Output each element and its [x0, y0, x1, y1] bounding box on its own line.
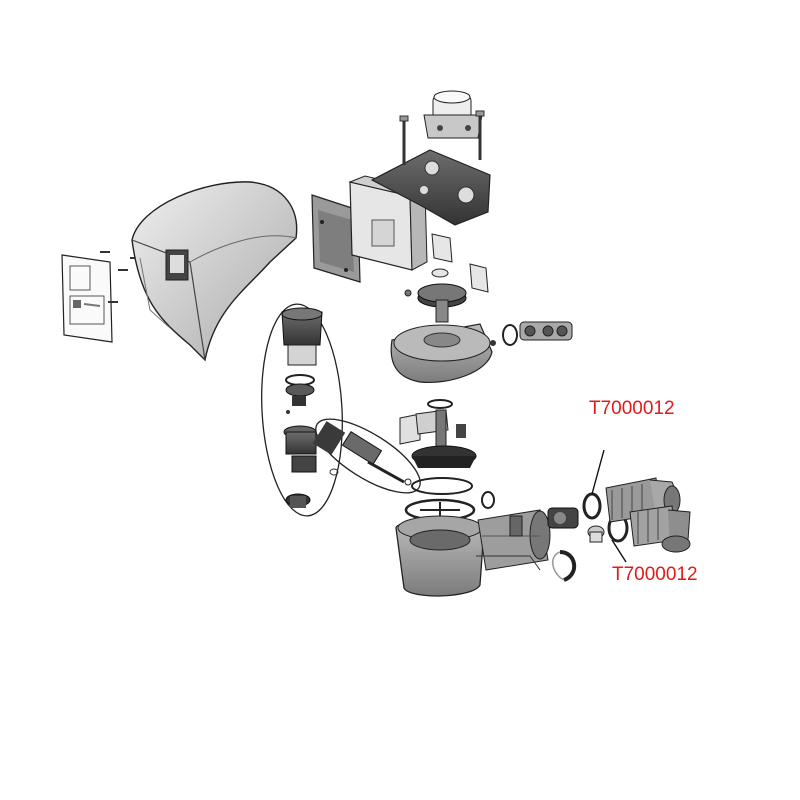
spindle-assembly — [399, 399, 477, 468]
valve-body — [395, 491, 551, 597]
callout-lower-leader — [611, 539, 627, 563]
body-seals — [404, 477, 476, 522]
long-screws — [399, 110, 485, 165]
motor-plate — [370, 149, 491, 226]
main-cover — [131, 181, 298, 362]
circuit-board — [311, 194, 361, 283]
upper-o-ring — [582, 492, 602, 520]
drive-gear — [417, 283, 467, 323]
lower-elbow — [629, 505, 691, 553]
callout-upper-leader — [591, 449, 605, 495]
piston-group-outline — [261, 303, 343, 517]
callout-lower-label: T7000012 — [612, 564, 698, 585]
brine-valve-group-outline — [312, 418, 421, 494]
valve-housing-top — [390, 323, 496, 384]
callout-upper-label: T7000012 — [589, 398, 675, 419]
lower-clip — [552, 550, 576, 582]
front-panel-plate — [61, 254, 113, 343]
small-connector — [587, 525, 605, 543]
injector-assembly — [502, 321, 573, 346]
motor — [423, 90, 483, 139]
callout-lower: T7000012 — [611, 539, 698, 585]
small-clips — [404, 233, 489, 297]
callout-upper: T7000012 — [589, 398, 675, 495]
turbine-cartridge — [547, 507, 579, 529]
